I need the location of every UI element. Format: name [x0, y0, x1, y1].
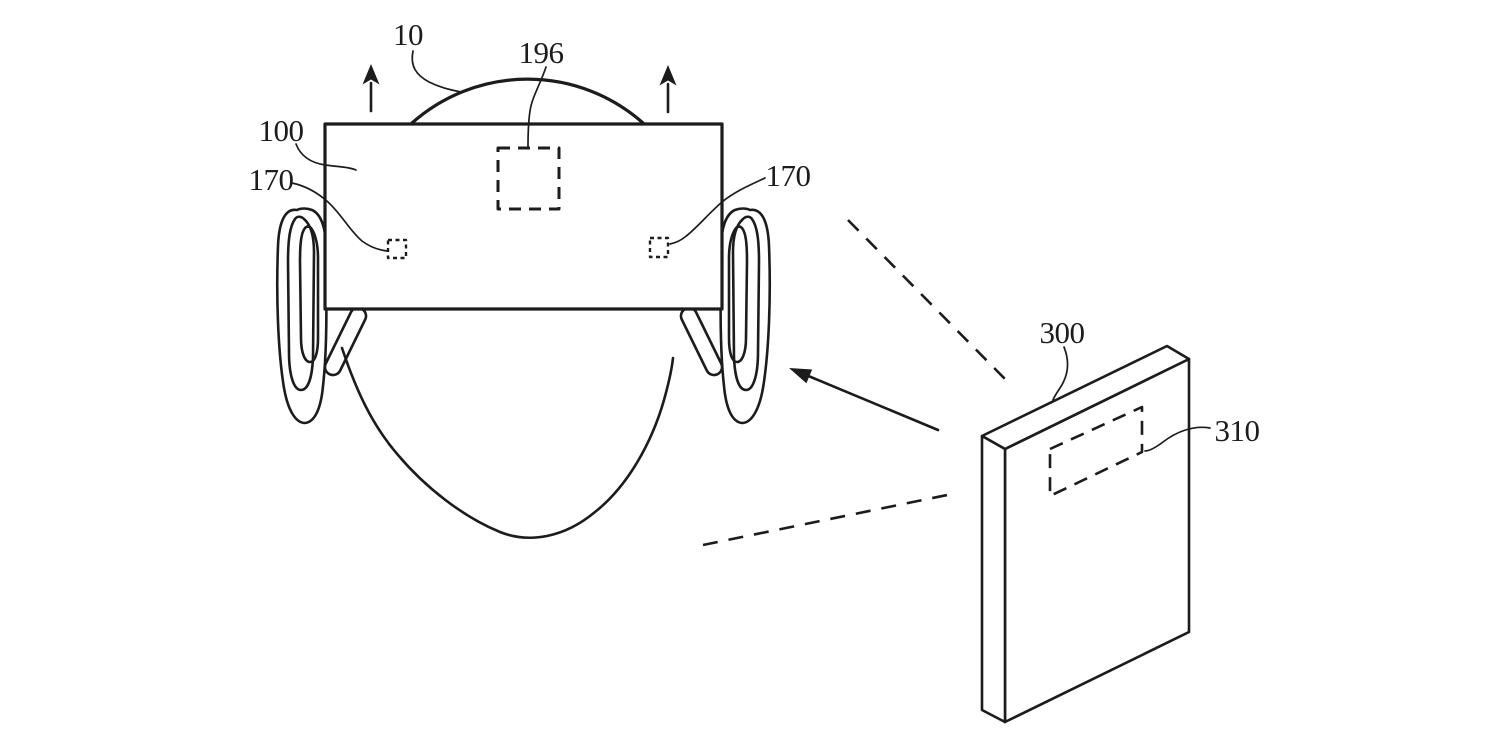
ref-label-196: 196: [519, 35, 564, 70]
device-left-face: [980, 434, 1007, 724]
right-ear-fold-outer: [731, 215, 761, 392]
ref-label-100: 100: [259, 113, 304, 148]
head-crown-arc: [410, 77, 645, 125]
left-ear-outline: [275, 207, 328, 425]
leader-170-right: [669, 177, 766, 245]
motion-arrow-right-head: [659, 65, 677, 86]
external-device: [980, 344, 1191, 724]
right-ear-outline: [719, 207, 772, 425]
leader-310: [1144, 426, 1211, 452]
pointing-arrow-shaft: [804, 373, 940, 432]
leader-10: [411, 50, 462, 93]
left-ear-fold-inner: [298, 225, 320, 364]
leader-100: [295, 143, 357, 171]
ref-label-310: 310: [1215, 413, 1260, 448]
left-ear-fold-outer: [286, 215, 316, 392]
ref-label-10: 10: [393, 17, 423, 52]
ref-label-170-right: 170: [766, 158, 811, 193]
reference-labels: 10 196 100 170 170 300 310: [249, 17, 1260, 452]
ref-label-170-left: 170: [249, 162, 294, 197]
lower-face-curve: [340, 346, 675, 539]
ref-label-300: 300: [1040, 315, 1085, 350]
motion-arrow-left-head: [362, 64, 380, 85]
sensor-196-window: [496, 146, 561, 211]
left-ear: [275, 207, 368, 425]
left-temple-strap: [323, 306, 368, 377]
pointing-arrow-head: [789, 368, 813, 384]
sensor-170-right: [648, 236, 670, 259]
pointing-arrow: [789, 368, 940, 432]
leader-170-left: [291, 182, 388, 252]
right-ear-fold-inner: [727, 225, 749, 364]
sensor-170-left: [386, 238, 408, 260]
motion-arrow-right: [659, 65, 677, 114]
right-ear: [679, 207, 772, 425]
device-sensor-310-window: [1048, 405, 1144, 498]
signal-dashed-line-lower: [702, 491, 958, 547]
headset-body: [323, 122, 724, 311]
right-temple-strap: [679, 306, 724, 377]
signal-lines: [702, 219, 1009, 547]
head-figure: [275, 64, 772, 539]
signal-dashed-line-upper: [847, 219, 1009, 383]
leader-196: [527, 66, 547, 148]
motion-arrow-left: [362, 64, 380, 113]
leader-300: [1052, 346, 1069, 401]
